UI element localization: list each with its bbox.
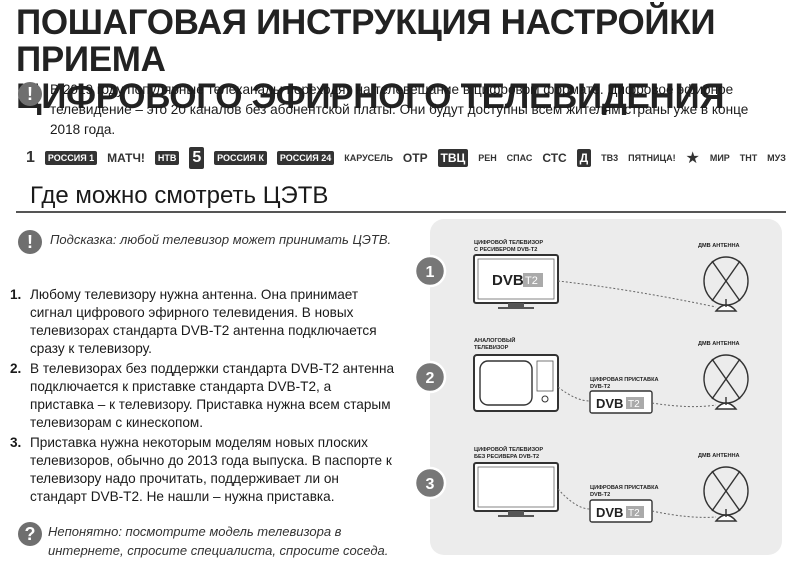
antenna-label: ДМВ АНТЕННА <box>698 453 740 459</box>
channel-logo: ПЯТНИЦА! <box>628 153 676 163</box>
dvb-logo-suffix: T2 <box>628 399 640 410</box>
channel-logo: МУЗ <box>767 153 786 163</box>
step-number: 3. <box>10 435 22 450</box>
step-badge <box>413 254 447 288</box>
channel-logos-row: 1 РОССИЯ 1 МАТЧ! НТВ 5 РОССИЯ К РОССИЯ 2… <box>26 144 786 172</box>
tv-label: ЦИФРОВОЙ ТЕЛЕВИЗОР <box>474 445 543 453</box>
channel-logo: КАРУСЕЛЬ <box>344 153 393 163</box>
step-number: 2. <box>10 361 22 376</box>
title-line-1: ПОШАГОВАЯ ИНСТРУКЦИЯ НАСТРОЙКИ ПРИЕМА <box>16 3 716 79</box>
cable-line <box>557 386 591 402</box>
step-text: Приставка нужна некоторым моделям новых … <box>30 435 392 504</box>
step-badge <box>413 466 447 500</box>
step-text: В телевизорах без поддержки стандарта DV… <box>30 361 395 430</box>
step-badge-number: 2 <box>426 370 435 387</box>
dvb-logo: DVB <box>596 505 623 520</box>
step-badge-number: 1 <box>426 264 435 281</box>
channel-logo: НТВ <box>154 151 180 165</box>
channel-logo: ★ <box>685 150 700 167</box>
box-label: DVB-T2 <box>590 384 610 390</box>
tv-label: ТЕЛЕВИЗОР <box>474 345 509 351</box>
scenario-1: 1 ЦИФРОВОЙ ТЕЛЕВИЗОР С РЕСИВЕРОМ DVB-T2 … <box>413 238 749 312</box>
page-title: ПОШАГОВАЯ ИНСТРУКЦИЯ НАСТРОЙКИ ПРИЕМА ЦИ… <box>16 4 786 115</box>
channel-logo: СПАС <box>506 153 533 163</box>
box-label: ЦИФРОВАЯ ПРИСТАВКА <box>590 377 659 383</box>
title-line-2: ЦИФРОВОГО ЭФИРНОГО ТЕЛЕВИДЕНИЯ <box>16 77 725 116</box>
scenario-3: 3 ЦИФРОВОЙ ТЕЛЕВИЗОР БЕЗ РЕСИВЕРА DVB-T2… <box>413 445 749 523</box>
steps-list: 1. Любому телевизору нужна антенна. Она … <box>10 286 396 508</box>
box-label: ЦИФРОВАЯ ПРИСТАВКА <box>590 485 659 491</box>
question-block: ? Непонятно: посмотрите модель телевизор… <box>16 520 396 560</box>
hint-text: Подсказка: любой телевизор может принима… <box>50 232 392 247</box>
cable-line <box>557 280 717 308</box>
channel-logo: МАТЧ! <box>107 151 145 165</box>
cable-line <box>651 402 717 408</box>
step-badge-number: 3 <box>426 476 435 493</box>
cable-line <box>557 488 591 510</box>
step-badge <box>413 360 447 394</box>
channel-logo: ТВЦ <box>437 149 469 167</box>
dvb-logo: DVB <box>596 396 623 411</box>
channel-logo: ТВ3 <box>601 153 619 163</box>
channel-logo: РОССИЯ 24 <box>276 151 335 165</box>
section-divider <box>16 211 786 213</box>
dvb-logo-suffix: T2 <box>628 508 640 519</box>
channel-logo: Д <box>576 149 592 167</box>
channel-logo: ТНТ <box>739 153 758 163</box>
channel-logo: ОТР <box>402 151 428 165</box>
channel-logo: СТС <box>542 151 567 165</box>
list-item: 3. Приставка нужна некоторым моделям нов… <box>10 434 396 506</box>
tv-label: ЦИФРОВОЙ ТЕЛЕВИЗОР <box>474 238 543 246</box>
antenna-icon <box>703 466 749 522</box>
antenna-icon <box>703 354 749 410</box>
step-text: Любому телевизору нужна антенна. Она при… <box>30 287 377 356</box>
list-item: 1. Любому телевизору нужна антенна. Она … <box>10 286 396 358</box>
step-number: 1. <box>10 287 22 302</box>
section-heading: Где можно смотреть ЦЭТВ <box>30 182 329 209</box>
channel-logo: МИР <box>709 153 730 163</box>
antenna-label: ДМВ АНТЕННА <box>698 341 740 347</box>
channel-logo: РЕН <box>478 153 497 163</box>
exclamation-icon: ! <box>18 82 42 106</box>
box-label: DVB-T2 <box>590 492 610 498</box>
cable-line <box>651 510 717 518</box>
intro-block: ! В 2019 году популярные телеканалы пере… <box>16 80 786 142</box>
tv-label: С РЕСИВЕРОМ DVB-T2 <box>474 247 537 253</box>
tv-label: АНАЛОГОВЫЙ <box>474 336 515 344</box>
intro-text: В 2019 году популярные телеканалы перехо… <box>50 82 749 137</box>
dvb-logo: DVB <box>492 272 524 289</box>
exclamation-icon: ! <box>18 230 42 254</box>
tv-label: БЕЗ РЕСИВЕРА DVB-T2 <box>474 454 539 460</box>
hint-block: ! Подсказка: любой телевизор может прини… <box>16 228 396 268</box>
channel-logo: 5 <box>189 147 205 169</box>
scenario-2: 2 АНАЛОГОВЫЙ ТЕЛЕВИЗОР ЦИФРОВАЯ ПРИСТАВК… <box>413 336 749 414</box>
question-icon: ? <box>18 522 42 546</box>
antenna-label: ДМВ АНТЕННА <box>698 243 740 249</box>
dvb-logo-suffix: T2 <box>525 275 538 287</box>
channel-logo: 1 <box>26 149 35 166</box>
connection-diagram: 1 ЦИФРОВОЙ ТЕЛЕВИЗОР С РЕСИВЕРОМ DVB-T2 … <box>413 219 782 555</box>
question-text: Непонятно: посмотрите модель телевизора … <box>48 524 389 558</box>
list-item: 2. В телевизорах без поддержки стандарта… <box>10 360 396 432</box>
antenna-icon <box>703 256 749 312</box>
connection-diagram-svg: 1 ЦИФРОВОЙ ТЕЛЕВИЗОР С РЕСИВЕРОМ DVB-T2 … <box>413 238 749 523</box>
channel-logo: РОССИЯ 1 <box>44 151 98 165</box>
channel-logo: РОССИЯ К <box>214 151 267 165</box>
